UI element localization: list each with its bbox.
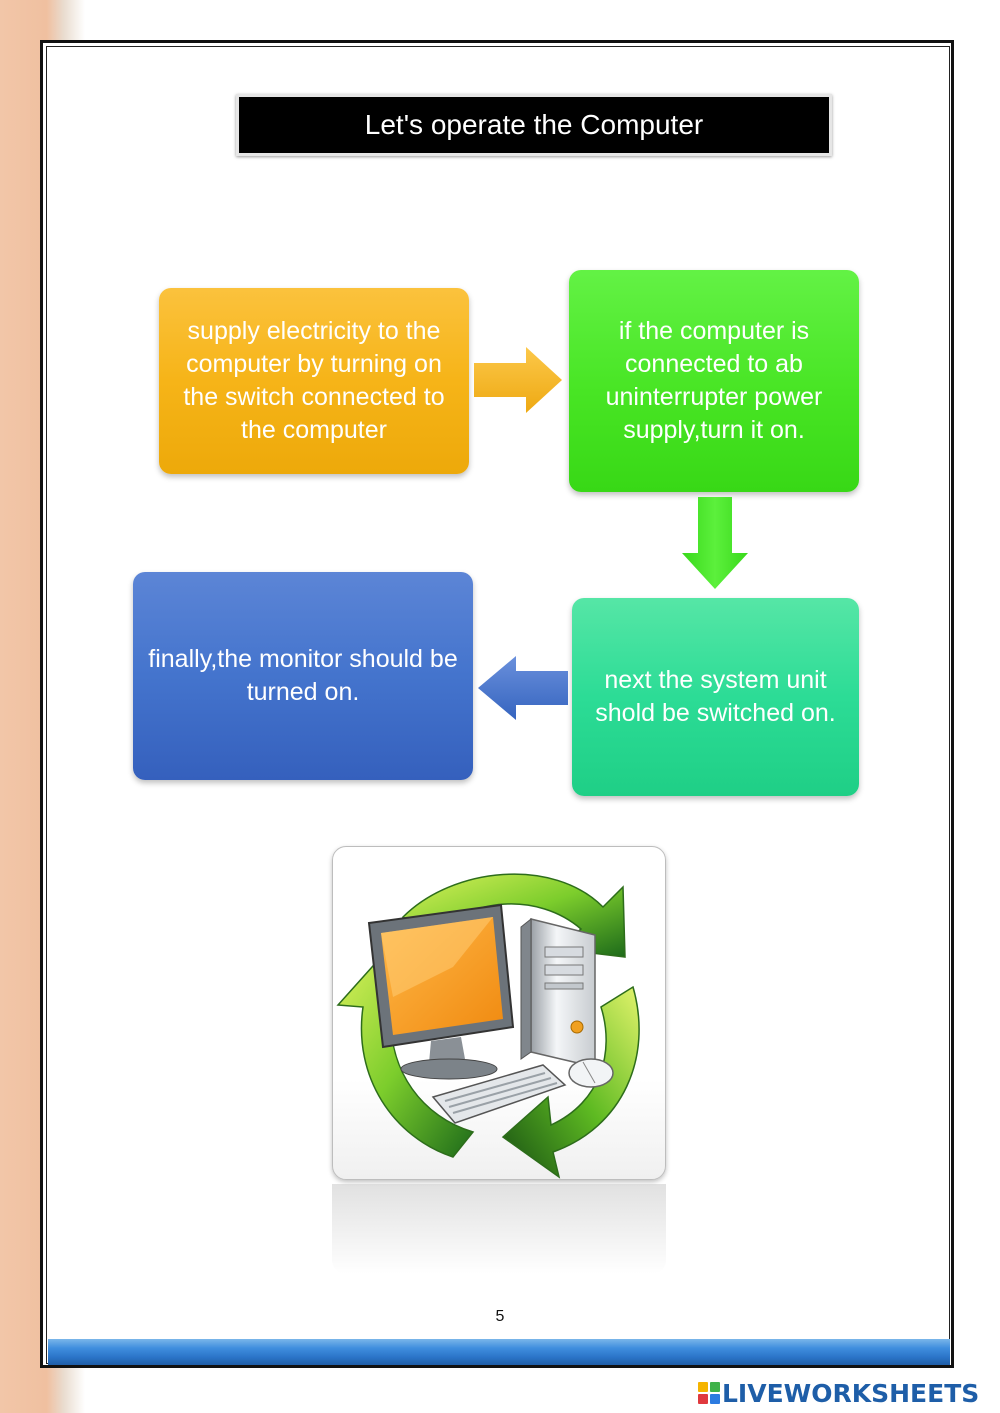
arrow-left-icon: [478, 656, 568, 720]
page-number: 5: [495, 1308, 505, 1325]
step-4-box: finally,the monitor should be turned on.: [133, 572, 473, 780]
footer-bar: [48, 1339, 950, 1365]
arrow-down-icon: [682, 497, 748, 589]
computer-recycle-icon: [336, 873, 640, 1179]
step-2-box: if the computer is connected to ab unint…: [569, 270, 859, 492]
illustration-reflection: [332, 1184, 666, 1274]
step-1-box: supply electricity to the computer by tu…: [159, 288, 469, 474]
step-3-box: next the system unit shold be switched o…: [572, 598, 859, 796]
brand-name: LIVEWORKSHEETS: [722, 1378, 980, 1408]
step-3-text: next the system unit shold be switched o…: [595, 666, 836, 727]
computer-illustration: [332, 846, 666, 1180]
arrow-right-icon: [474, 347, 562, 413]
step-4-text: finally,the monitor should be turned on.: [148, 645, 458, 706]
page-title: Let's operate the Computer: [236, 94, 832, 156]
liveworksheets-logo-icon: [698, 1382, 720, 1404]
brand-logo[interactable]: LIVEWORKSHEETS: [698, 1378, 979, 1408]
step-1-text: supply electricity to the computer by tu…: [183, 317, 445, 444]
step-2-text: if the computer is connected to ab unint…: [605, 317, 823, 444]
